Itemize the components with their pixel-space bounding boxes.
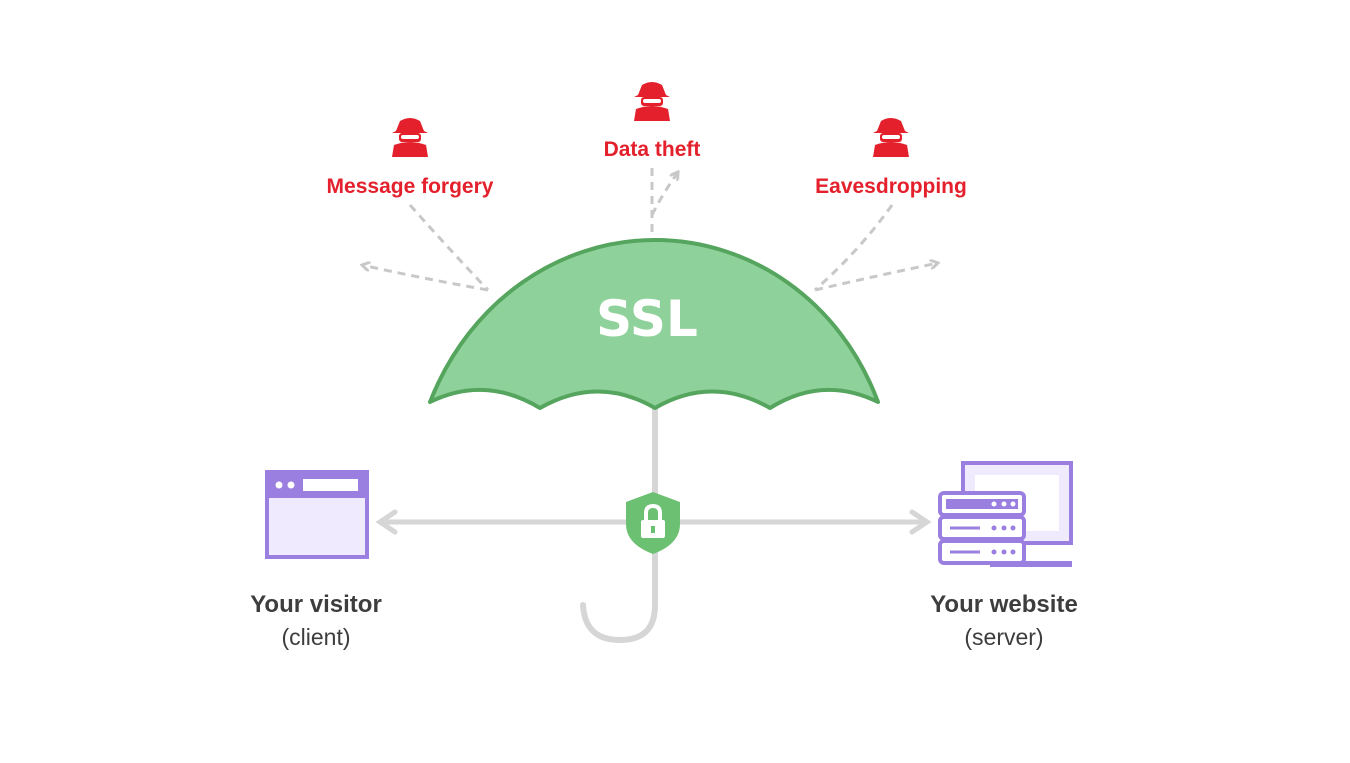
server-computer-icon	[938, 461, 1073, 567]
ssl-label: SSL	[596, 290, 698, 348]
arrow-data-theft-out	[650, 172, 678, 216]
hacker-icon	[873, 118, 909, 157]
threat-label-eavesdropping: Eavesdropping	[815, 175, 967, 198]
hacker-icon	[392, 118, 428, 157]
arrow-message-forgery-out	[362, 265, 489, 292]
server-title: Your website	[930, 591, 1078, 618]
server-subtitle: (server)	[964, 624, 1043, 650]
lock-shield-icon	[626, 492, 680, 554]
deflected-threat-arrows	[362, 168, 938, 292]
umbrella-canopy	[428, 238, 880, 410]
threat-label-message-forgery: Message forgery	[327, 175, 494, 198]
browser-window-icon	[265, 470, 369, 559]
arrow-message-forgery-in	[408, 204, 490, 292]
hacker-icon	[634, 82, 670, 121]
arrow-eavesdropping-out	[814, 263, 938, 292]
client-title: Your visitor	[250, 591, 382, 618]
client-subtitle: (client)	[281, 624, 350, 650]
arrow-eavesdropping-in	[814, 204, 894, 292]
threat-label-data-theft: Data theft	[604, 138, 701, 161]
